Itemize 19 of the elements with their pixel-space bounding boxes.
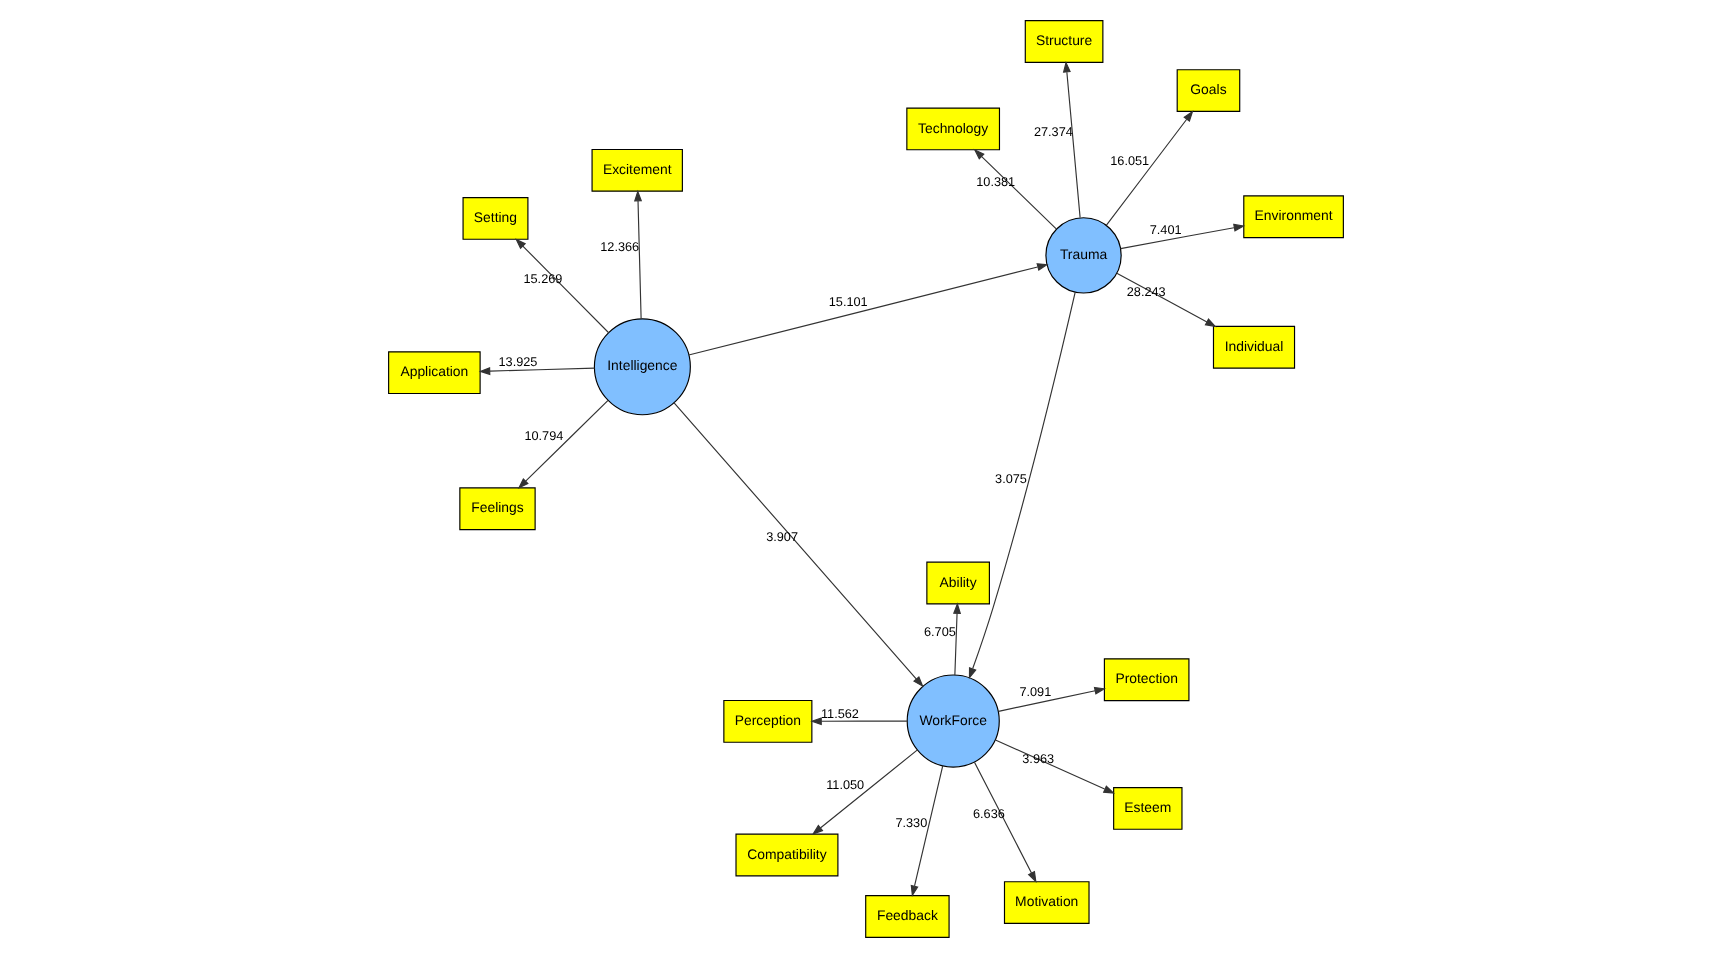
arrow [1119, 223, 1245, 250]
arrow [972, 761, 1036, 883]
arrow [477, 367, 595, 376]
arrow [687, 263, 1048, 356]
arrow [951, 602, 961, 676]
arrow [972, 148, 1056, 230]
arrow [1104, 110, 1193, 226]
arrow [514, 238, 609, 334]
arrow [997, 686, 1105, 712]
arrow [967, 291, 1075, 680]
arrow [1115, 272, 1216, 328]
arrow [632, 189, 642, 320]
arrow [993, 739, 1115, 794]
arrow [809, 717, 907, 726]
arrow [1061, 60, 1080, 219]
arrow [810, 749, 917, 835]
arrow [516, 399, 608, 489]
arrow [672, 402, 923, 688]
arrow [909, 765, 943, 897]
